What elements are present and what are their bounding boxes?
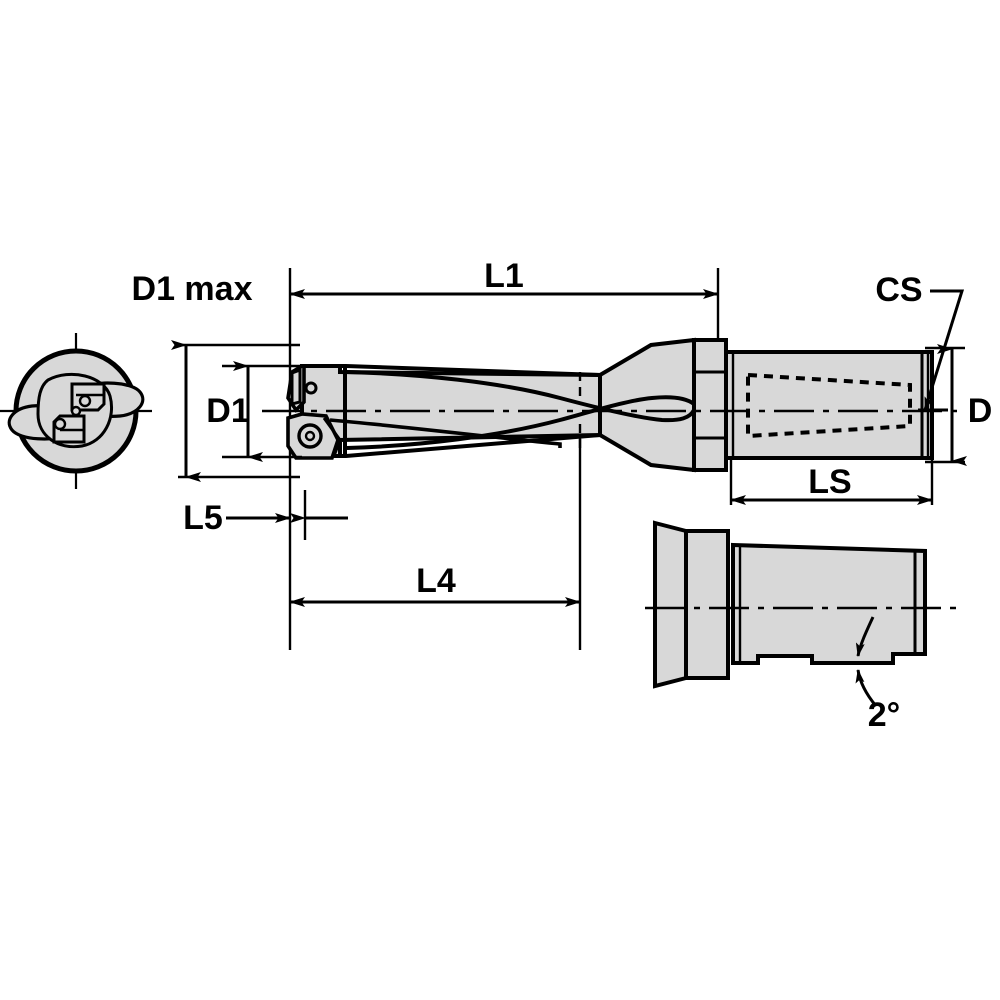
dimension-l1: L1 — [289, 257, 719, 299]
insert-lower-screw — [53, 417, 67, 431]
side-view-group — [178, 268, 965, 650]
flute-wedge — [304, 398, 560, 424]
internal-coolant-bore — [746, 372, 912, 439]
angle-label: 2° — [868, 696, 901, 734]
l4-label: L4 — [416, 562, 456, 600]
dimension-l4: L4 — [289, 562, 581, 607]
detail-flange-block — [684, 529, 730, 680]
shank-flange — [692, 338, 728, 472]
angle-arrow-upper — [855, 616, 875, 657]
tip-insert-lower-edge — [322, 417, 342, 457]
tip-screw-lower-inner — [304, 430, 316, 442]
cs-leader-line — [923, 289, 965, 411]
shank-body — [724, 350, 934, 460]
cs-label: CS — [875, 271, 922, 309]
angle-arrow-lower — [855, 669, 878, 707]
d-label: D — [968, 392, 993, 430]
dimension-d1-max: D1 max — [132, 270, 253, 482]
dimension-d1: D1 — [206, 361, 302, 462]
insert-upper-screw — [78, 394, 92, 408]
l1-label: L1 — [484, 257, 524, 295]
end-view-center-point — [70, 405, 82, 417]
tip-insert-upper — [290, 367, 302, 406]
dimension-ls: LS — [730, 463, 933, 505]
ls-label: LS — [808, 463, 851, 501]
flute-line-lower — [346, 395, 696, 450]
callout-cs: CS — [875, 271, 965, 412]
tip-screw-upper — [304, 381, 318, 395]
dimension-l5: L5 — [183, 499, 348, 537]
d1-max-label: D1 max — [132, 270, 253, 308]
end-view-group — [0, 333, 152, 489]
flute-line-upper — [346, 370, 696, 423]
dimension-d: D — [937, 344, 993, 466]
shank-detail-group: 2° — [645, 520, 960, 734]
flute-tip-sweep — [329, 418, 562, 448]
detail-shank-body — [731, 542, 927, 665]
detail-flange-wedge — [653, 520, 688, 689]
d1-label: D1 — [206, 392, 249, 430]
l5-label: L5 — [183, 499, 223, 537]
